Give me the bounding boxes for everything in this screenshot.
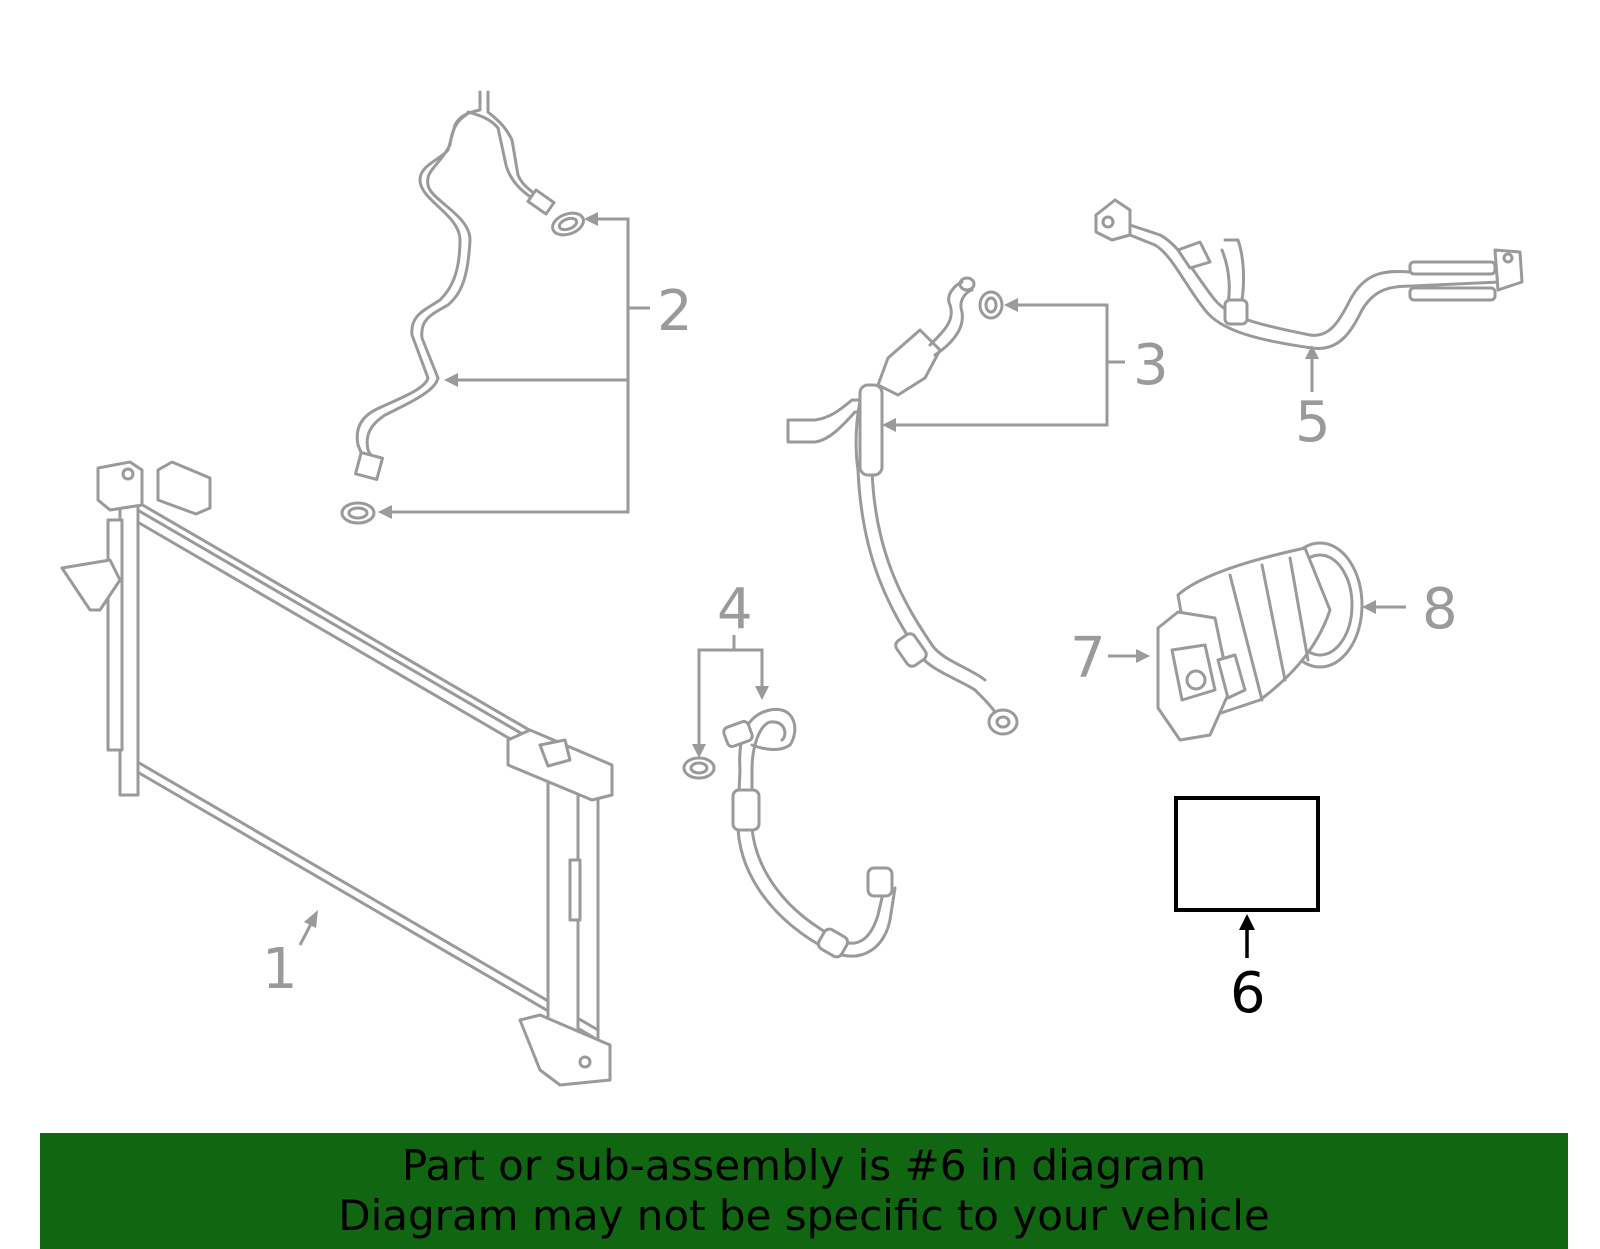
callout-7: 7 [1070,626,1106,691]
callout-6: 6 [1230,961,1266,1026]
callout-8: 8 [1422,577,1458,642]
callout-2: 2 [657,279,693,344]
ac-hose-part-3[interactable] [786,276,1019,736]
callout-4: 4 [717,577,753,642]
ac-pipe-part-5[interactable] [1094,198,1524,350]
callout-5: 5 [1295,390,1331,455]
banner-line-2: Diagram may not be specific to your vehi… [338,1191,1270,1240]
condenser-part[interactable] [60,460,614,1087]
part-6-box[interactable] [1174,796,1320,912]
callout-1: 1 [262,937,298,1002]
info-banner: Part or sub-assembly is #6 in diagram Di… [40,1133,1568,1249]
ac-hose-part-4[interactable] [682,707,897,959]
ac-compressor-part[interactable] [1156,541,1364,742]
banner-line-1: Part or sub-assembly is #6 in diagram [401,1141,1207,1190]
callout-3: 3 [1133,333,1169,398]
ac-line-part-2[interactable] [340,90,586,525]
